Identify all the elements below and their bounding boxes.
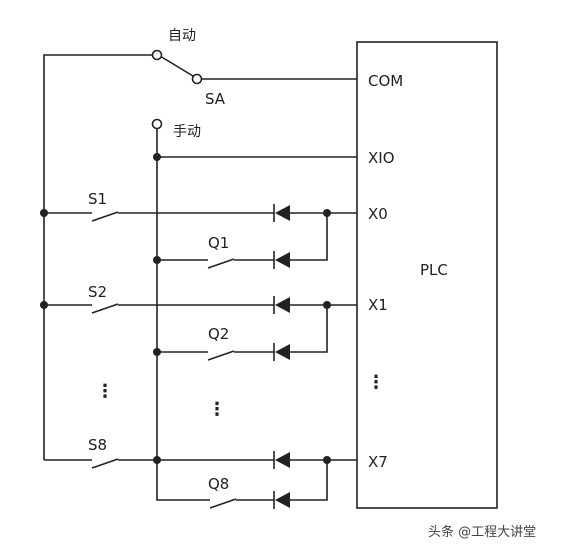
sa-auto-label: 自动 [168,28,196,44]
sa-label: SA [205,90,226,108]
diode-q8-icon [273,491,290,509]
q1-contact [207,258,235,269]
q2-contact [207,350,235,361]
diode-s2-icon [273,296,290,314]
watermark: 头条 @工程大讲堂 [428,524,536,540]
sa-auto-contact [151,49,163,61]
junction-s8-manual [153,456,161,464]
q-ellipsis: ⋮ [208,399,226,420]
q8-contact [209,498,237,509]
junction-q2-left [153,348,161,356]
terminal-x0-label: X0 [368,205,388,223]
q2-label: Q2 [208,325,229,343]
q8-wire-return [290,460,328,501]
terminal-x1-label: X1 [368,296,388,314]
terminal-x7-label: X7 [368,453,388,471]
s2-contact [91,303,119,314]
diode-q1-icon [273,251,290,269]
sa-blade [159,55,194,77]
junction-xio [153,153,161,161]
left-bus-wire [43,54,157,460]
q1-wire-return [290,213,328,261]
s8-contact [91,458,119,469]
s1-label: S1 [88,190,107,208]
manual-bus-wire [156,129,210,501]
plc-ellipsis: ⋮ [367,372,385,393]
s8-label: S8 [88,436,107,454]
diode-s1-icon [273,204,290,222]
s-ellipsis: ⋮ [96,381,114,402]
q1-label: Q1 [208,234,229,252]
junction-q1-left [153,256,161,264]
plc-label: PLC [420,261,448,279]
diode-s8-icon [273,451,290,469]
junction-s1-left [40,209,48,217]
diode-q2-icon [273,343,290,361]
terminal-xio-label: XIO [368,149,395,167]
sa-common-contact [191,73,203,85]
sa-manual-contact [151,118,163,130]
sa-manual-label: 手动 [173,124,201,140]
junction-s2-left [40,301,48,309]
s2-label: S2 [88,283,107,301]
q8-label: Q8 [208,475,229,493]
terminal-com-label: COM [368,72,403,90]
plc-box [356,41,498,509]
q2-wire-return [290,305,328,353]
s1-contact [91,211,119,222]
